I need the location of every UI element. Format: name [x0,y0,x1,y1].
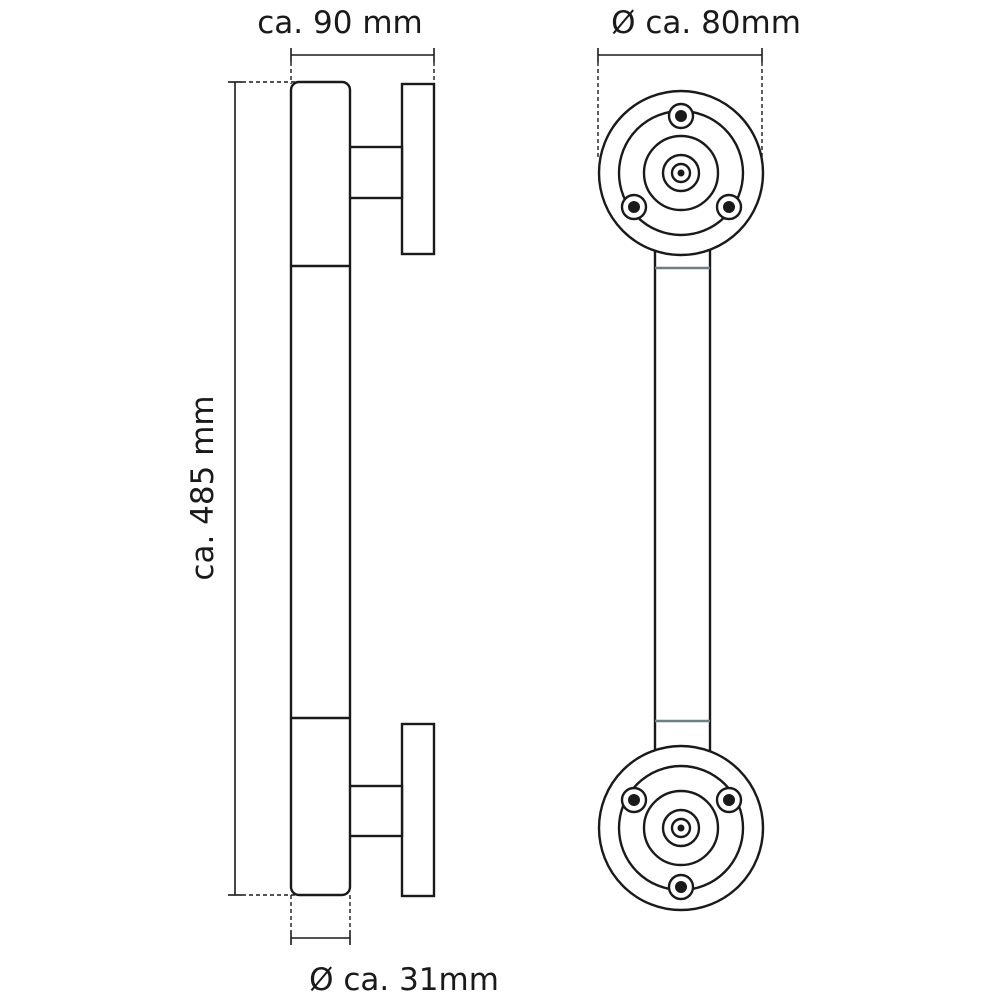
side-bottom-wall-plate [400,722,436,898]
top-rosette-center-ring [670,162,692,184]
top-rosette-hub-ring [661,153,701,193]
top-rosette-screw-icon-3 [723,201,735,213]
tube-diameter-dimension: Ø ca. 31mm [290,895,499,998]
bottom-rosette-center-dot [677,824,685,832]
rosette-diameter-label: Ø ca. 80mm [611,5,801,41]
length-label: ca. 485 mm [185,395,221,580]
length-dimension: ca. 485 mm [185,81,318,896]
side-bottom-connector [347,784,404,838]
bottom-rosette-screw-icon-2 [723,794,735,806]
top-rosette-screw-icon-2 [628,201,640,213]
width-dimension: ca. 90 mm [257,5,435,84]
side-top-wall-plate [400,82,436,256]
bottom-rosette-screw-icon-3 [675,881,687,893]
bottom-rosette-hub-ring [661,808,701,848]
rosette-diameter-dimension: Ø ca. 80mm [597,5,801,160]
tube-diameter-label: Ø ca. 31mm [309,962,499,998]
side-main-bar [289,80,352,897]
width-label: ca. 90 mm [257,5,422,41]
top-rosette-center-dot [677,169,685,177]
side-top-connector [347,145,404,200]
front-top-rosette [597,89,765,257]
top-rosette-screw-icon-1 [675,110,687,122]
front-tube [653,248,712,768]
side-view [289,80,436,898]
front-bottom-rosette [597,744,765,912]
front-view [597,89,765,912]
bottom-rosette-center-ring [670,817,692,839]
bottom-rosette-screw-icon-1 [628,794,640,806]
